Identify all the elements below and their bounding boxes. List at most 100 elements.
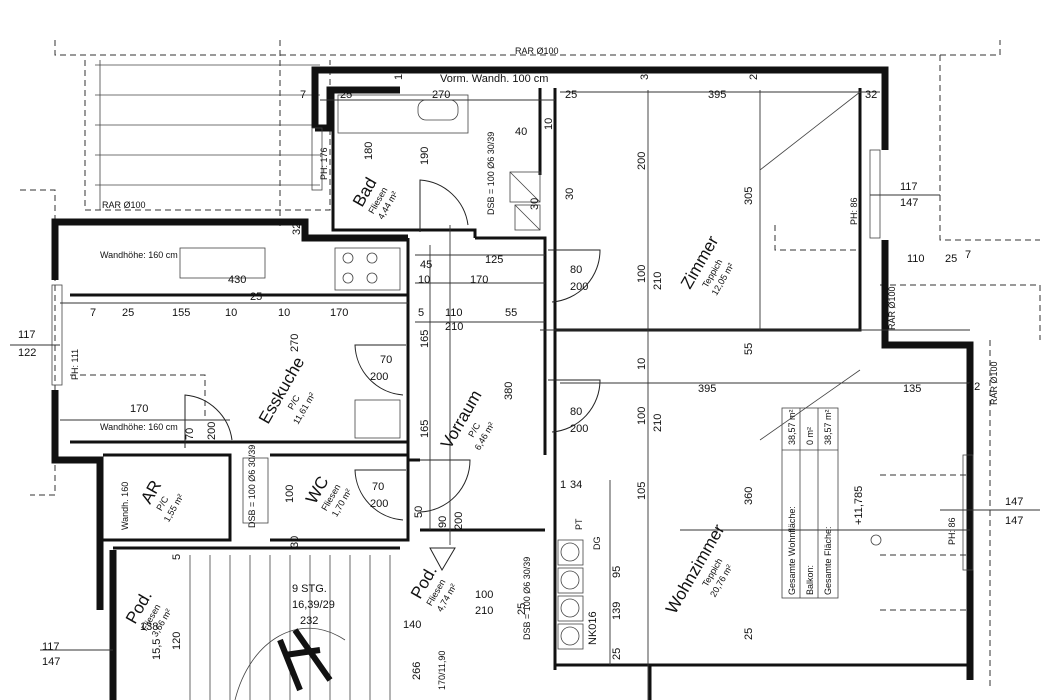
note-dg: DG: [592, 537, 602, 551]
dim-label: 30: [289, 536, 301, 548]
dim-label: 200: [206, 422, 218, 440]
table-row-value: 38,57 m²: [823, 409, 833, 445]
dim-label: 10: [636, 358, 648, 370]
dim-label: 5: [171, 554, 183, 560]
note-ar-shaft: DSB = 100 Ø6 30/39: [247, 445, 257, 528]
note-door-dims: 170/11,90: [437, 651, 447, 690]
dim-label: 55: [743, 343, 755, 355]
room-ar: AR P/C 1,55 m²: [137, 477, 186, 524]
note-stg: 9 STG.: [292, 583, 327, 595]
dim-label: 25: [250, 291, 262, 303]
dim-label: 5: [418, 307, 424, 319]
dim-label: 45: [420, 259, 432, 271]
note-ph86a: PH: 86: [849, 197, 859, 225]
dim-label: 100: [475, 589, 493, 601]
dim-label: 170: [130, 403, 148, 415]
dim-label: 360: [743, 487, 755, 505]
note-ph176: PH: 176: [319, 147, 329, 180]
dim-label: 25: [748, 68, 760, 80]
room-eskuche: Esskuche P/C 11,61 m²: [255, 354, 317, 427]
dim-label: 140: [403, 619, 421, 631]
dim-label: 110: [907, 253, 925, 265]
dim-label: 200: [636, 152, 648, 170]
dim-label: 100: [636, 265, 648, 283]
dim-label: 105: [636, 482, 648, 500]
windows: [51, 127, 974, 571]
note-vorm-wandh: Vorm. Wandh. 100 cm: [440, 73, 548, 85]
dim-label: 30: [529, 198, 541, 210]
dim-label: 147: [1005, 496, 1023, 508]
note-elev: +11,785: [853, 486, 865, 525]
dim-label: 138: [140, 621, 158, 633]
room-zimmer: Zimmer Teppich 12,05 m²: [677, 232, 736, 297]
roof-outline: [20, 40, 1041, 690]
table-row-label: Gesamte Fläche:: [823, 526, 833, 595]
dim-label: 170: [330, 307, 348, 319]
dim-label: 25: [340, 89, 352, 101]
dim-label: 180: [363, 142, 375, 160]
dim-label: 117: [42, 641, 60, 653]
slope-lines: [70, 91, 970, 611]
room-pod2: Pod. Fliesen 4,74 m²: [407, 562, 459, 613]
dim-label: 25: [565, 89, 577, 101]
note-rar-right1: RAR Ø100: [887, 286, 897, 330]
dim-label: 95: [611, 566, 623, 578]
dim-label: 55: [505, 307, 517, 319]
dim-label: 80: [570, 406, 582, 418]
dim-label: 32: [291, 223, 303, 235]
dim-label: 110: [445, 307, 463, 319]
dim-label: 34: [570, 479, 582, 491]
dim-label: 70: [380, 354, 392, 366]
dim-label: 10: [278, 307, 290, 319]
area-table: [781, 407, 839, 599]
room-bad: Bad Fliesen 4,44 m²: [349, 174, 400, 221]
dim-label: 25: [611, 648, 623, 660]
note-wandh-ar: Wandh. 160: [120, 482, 130, 530]
dim-label: 135: [903, 383, 921, 395]
dim-label: 200: [570, 281, 588, 293]
dim-label: 7: [300, 89, 306, 101]
dim-label: 10: [418, 274, 430, 286]
dim-label: 50: [413, 506, 425, 518]
dim-label: 270: [289, 334, 301, 352]
dimension-labels: 270 25 7 25 395 32 40 430 25 125 45 170 …: [18, 89, 1023, 668]
note-wandhoehe1: Wandhöhe: 160 cm: [100, 250, 178, 260]
dim-label: 147: [900, 197, 918, 209]
note-wandhoehe2: Wandhöhe: 160 cm: [100, 422, 178, 432]
dim-label: 395: [708, 89, 726, 101]
dim-label: 100: [284, 485, 296, 503]
note-rar-right2: RAR Ø100: [989, 361, 999, 405]
dim-label: 1: [560, 479, 566, 491]
room-vorraum: Vorraum P/C 6,46 m²: [437, 387, 496, 452]
dim-label: 147: [1005, 515, 1023, 527]
note-stg-232: 232: [300, 615, 318, 627]
stairs: [189, 555, 391, 700]
note-stg-dim: 16,39/29: [292, 599, 335, 611]
note-pt: PT: [574, 518, 584, 530]
dim-label: 7: [965, 249, 971, 261]
table-row-label: Gesamte Wohnfläche:: [787, 506, 797, 595]
room-wohnzimmer: Wohnzimmer Teppich 20,76 m²: [662, 521, 735, 617]
dim-label: 395: [698, 383, 716, 395]
dim-label: 32: [639, 68, 651, 80]
dim-label: 210: [652, 272, 664, 290]
dim-label: 25: [122, 307, 134, 319]
dim-label: 80: [570, 264, 582, 276]
dim-label: 32: [968, 381, 980, 393]
dim-label: 200: [370, 498, 388, 510]
dim-label: 210: [652, 414, 664, 432]
note-shaft1: DSB = 100 Ø6 30/39: [486, 132, 496, 215]
dim-label: 25: [516, 603, 528, 615]
dim-label: 15,5: [151, 639, 163, 660]
dim-label: 305: [743, 187, 755, 205]
dim-label: 139: [611, 602, 623, 620]
dim-label: 25: [743, 628, 755, 640]
note-nk: NK016: [587, 611, 599, 645]
dimension-lines: [10, 90, 1040, 700]
table-row-value: 0 m²: [805, 427, 815, 445]
dim-label: 147: [42, 656, 60, 668]
dim-label: 100: [636, 407, 648, 425]
dim-label: 266: [411, 662, 423, 680]
dim-label: 117: [18, 329, 36, 341]
